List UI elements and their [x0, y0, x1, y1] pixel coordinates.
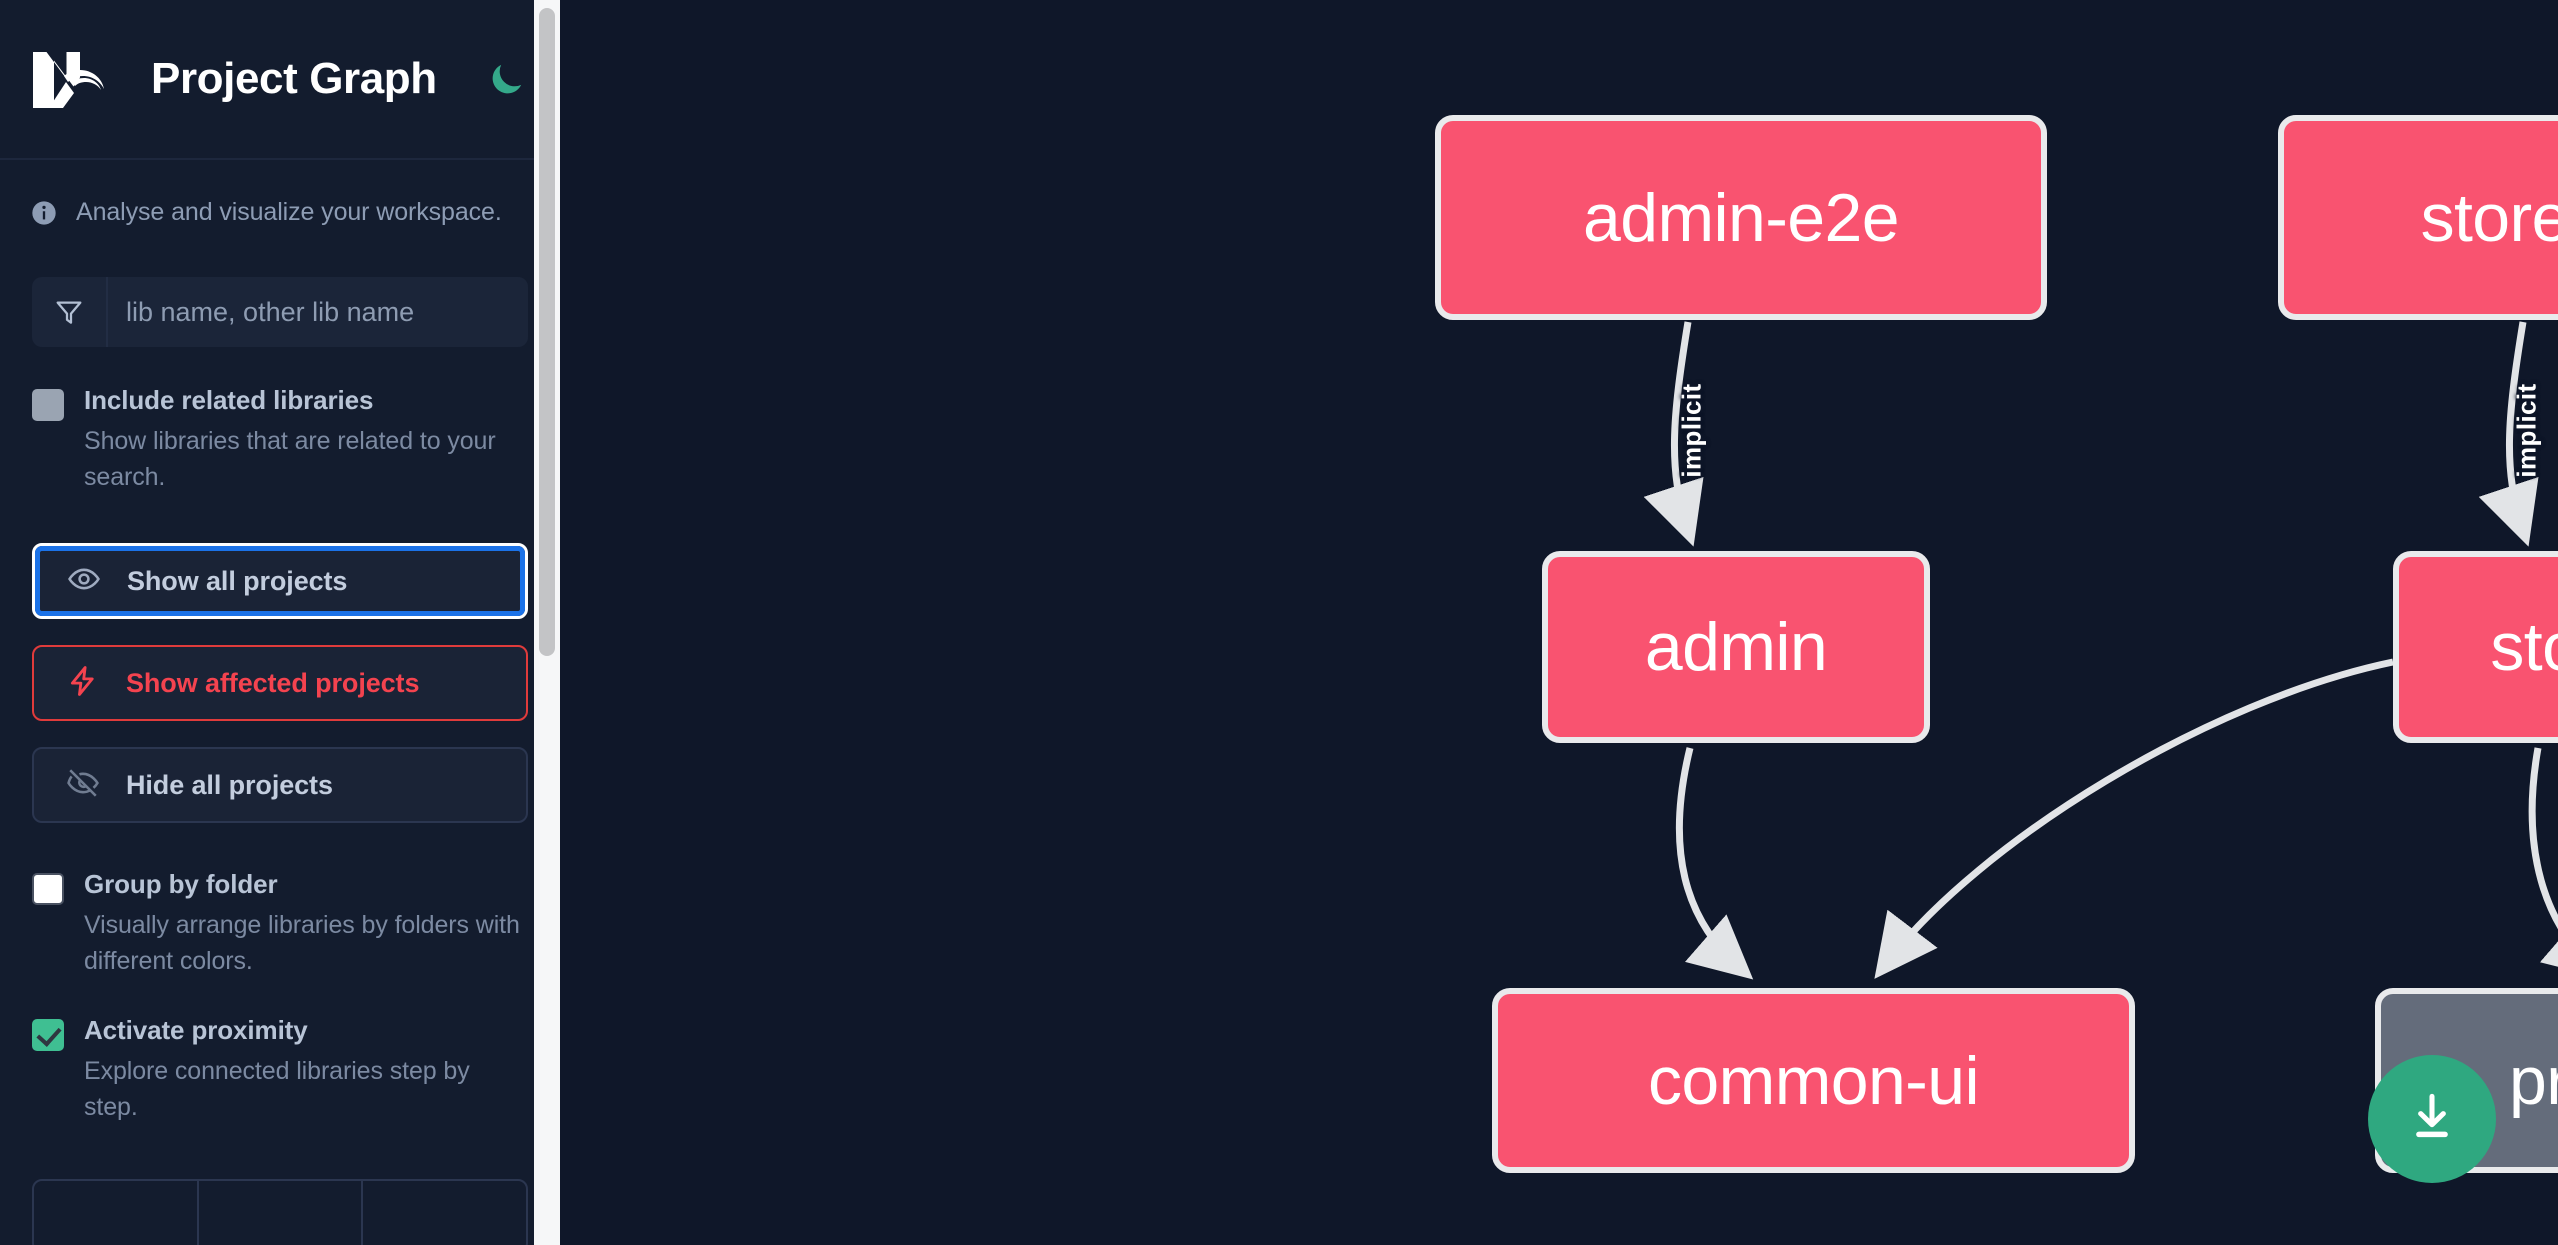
checkbox-group-by-folder-desc: Visually arrange libraries by folders wi… — [84, 911, 520, 975]
download-button[interactable] — [2368, 1055, 2496, 1183]
eye-off-icon — [66, 766, 100, 805]
graph-node-products-label: products — [2508, 1042, 2558, 1119]
eye-icon — [67, 562, 101, 601]
sidebar-subtitle-text: Analyse and visualize your workspace. — [76, 198, 502, 226]
graph-node-store[interactable]: store — [2393, 551, 2558, 743]
sidebar: Project Graph Analyse and visualize your… — [0, 0, 560, 1245]
checkbox-activate-proximity-desc: Explore connected libraries step by step… — [84, 1057, 470, 1121]
checkbox-include-related-libraries-desc: Show libraries that are related to your … — [84, 427, 496, 491]
edge-admin-e2e-to-admin — [1643, 321, 1704, 547]
graph-node-admin-e2e[interactable]: admin-e2e — [1435, 115, 2047, 320]
checkbox-group-by-folder-box[interactable] — [32, 873, 64, 906]
show-all-projects-label: Show all projects — [127, 565, 348, 596]
sidebar-subtitle: Analyse and visualize your workspace. — [0, 160, 560, 227]
download-icon — [2403, 1088, 2461, 1151]
checkbox-include-related-libraries-label: Include related libraries — [84, 385, 374, 415]
show-all-projects-button[interactable]: Show all projects — [32, 543, 528, 620]
filter-funnel-icon — [32, 277, 108, 347]
checkbox-activate-proximity[interactable]: Activate proximity Explore connected lib… — [0, 1013, 560, 1125]
sidebar-scrollbar[interactable] — [534, 0, 560, 1245]
hide-all-projects-label: Hide all projects — [126, 769, 333, 800]
hide-all-projects-button[interactable]: Hide all projects — [32, 747, 528, 824]
edge-store-to-common-ui — [1874, 658, 2394, 979]
checkbox-group-by-folder[interactable]: Group by folder Visually arrange librari… — [0, 867, 560, 979]
checkbox-include-related-libraries-box[interactable] — [32, 389, 64, 421]
graph-node-store-e2e[interactable]: store-e2e — [2278, 115, 2558, 320]
graph-node-store-e2e-label: store-e2e — [2420, 179, 2558, 256]
search-input[interactable] — [108, 277, 528, 347]
graph-edges — [1643, 321, 2558, 980]
graph-node-common-ui-label: common-ui — [1648, 1042, 1980, 1119]
graph-canvas[interactable]: implicit implicit admin-e2e store-e2e ad… — [560, 0, 2558, 1245]
nx-logo-icon — [30, 48, 125, 110]
lightning-bolt-icon — [66, 664, 100, 703]
sidebar-header: Project Graph — [0, 0, 560, 160]
edge-label-implicit-store: implicit — [2511, 383, 2542, 478]
graph-node-admin-label: admin — [1644, 609, 1828, 685]
proximity-stepper-control[interactable] — [32, 1179, 528, 1245]
graph-node-store-label: store — [2490, 609, 2558, 685]
info-icon — [30, 199, 58, 227]
checkbox-activate-proximity-label: Activate proximity — [84, 1015, 308, 1046]
graph-node-admin[interactable]: admin — [1542, 551, 1930, 743]
show-affected-projects-button[interactable]: Show affected projects — [32, 645, 528, 722]
edge-store-e2e-to-store — [2478, 321, 2539, 547]
page-title: Project Graph — [151, 54, 437, 103]
checkbox-activate-proximity-box[interactable] — [32, 1019, 64, 1052]
edge-admin-to-common-ui — [1675, 747, 1754, 980]
graph-node-admin-e2e-label: admin-e2e — [1583, 179, 1900, 256]
proximity-step-increase[interactable] — [363, 1181, 526, 1245]
search-bar[interactable] — [32, 277, 528, 347]
checkbox-include-related-libraries[interactable]: Include related libraries Show libraries… — [0, 383, 560, 495]
moon-icon[interactable] — [485, 57, 529, 101]
proximity-step-value[interactable] — [199, 1181, 364, 1245]
sidebar-scrollbar-thumb[interactable] — [539, 8, 555, 656]
graph-node-common-ui[interactable]: common-ui — [1492, 988, 2135, 1173]
edge-store-to-products — [2528, 747, 2558, 980]
edge-label-implicit-admin: implicit — [1676, 383, 1707, 478]
show-affected-projects-label: Show affected projects — [126, 667, 420, 698]
checkbox-group-by-folder-label: Group by folder — [84, 869, 278, 900]
proximity-step-decrease[interactable] — [34, 1181, 199, 1245]
